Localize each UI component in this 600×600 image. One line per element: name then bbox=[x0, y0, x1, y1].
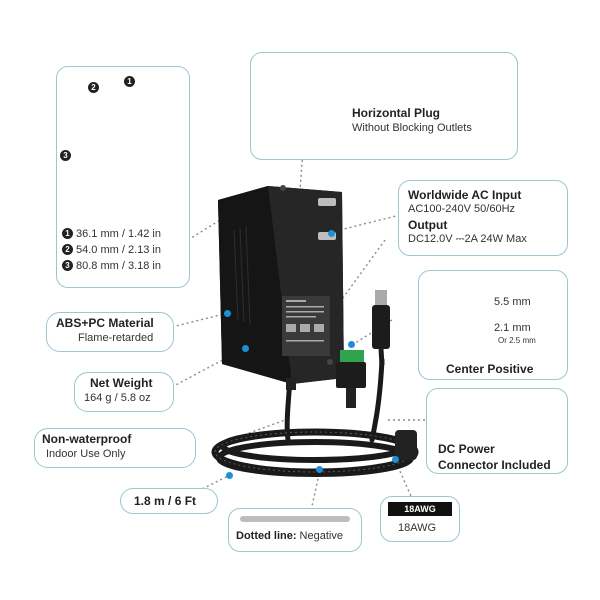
waterproof-title: Non-waterproof bbox=[42, 432, 132, 446]
net-weight-pill bbox=[74, 372, 174, 412]
dotted-line-panel bbox=[228, 508, 362, 552]
material-title: ABS+PC Material bbox=[56, 316, 154, 330]
connector-outer: 5.5 mm bbox=[494, 296, 531, 308]
connector-inner: 2.1 mm bbox=[494, 322, 531, 334]
awg-text: 18AWG bbox=[398, 522, 437, 534]
ac-input-value: AC100-240V 50/60Hz bbox=[408, 203, 516, 215]
net-weight-title: Net Weight bbox=[90, 376, 153, 390]
connector-inner-alt: Or 2.5 mm bbox=[498, 336, 536, 345]
dimensions-panel bbox=[56, 66, 190, 288]
dotted-line-sample bbox=[240, 516, 350, 522]
waterproof-subtitle: Indoor Use Only bbox=[46, 448, 126, 460]
dc-power-title-1: DC Power bbox=[438, 442, 495, 456]
ac-input-panel bbox=[398, 180, 568, 256]
dimension-callout-3: 3 bbox=[60, 146, 74, 164]
dc-power-panel bbox=[426, 388, 568, 474]
output-value: DC12.0V ⎓2A 24W Max bbox=[408, 233, 527, 245]
dotted-line-label: Dotted line: Negative bbox=[236, 530, 343, 542]
input-dot bbox=[328, 230, 335, 237]
output-title: Output bbox=[408, 218, 448, 232]
material-pill bbox=[46, 312, 174, 352]
net-weight-value: 164 g / 5.8 oz bbox=[84, 392, 151, 404]
dc-power-title-2: Connector Included bbox=[438, 458, 551, 472]
dimension-callout-1: 1 bbox=[124, 72, 138, 90]
dotted-dot bbox=[316, 466, 323, 473]
horizontal-plug-title: Horizontal Plug bbox=[352, 106, 440, 120]
cable-length-text: 1.8 m / 6 Ft bbox=[134, 494, 197, 508]
dimension-callout-2: 2 bbox=[88, 78, 102, 96]
connector-panel bbox=[418, 270, 568, 380]
cable-length-pill bbox=[120, 488, 218, 514]
awg-dot bbox=[392, 456, 399, 463]
ac-input-title: Worldwide AC Input bbox=[408, 188, 522, 202]
waterproof-pill bbox=[34, 428, 196, 468]
material-subtitle: Flame-retarded bbox=[78, 332, 154, 344]
plug-dot bbox=[348, 341, 355, 348]
cable-dot bbox=[226, 472, 233, 479]
horizontal-plug-subtitle: Without Blocking Outlets bbox=[352, 122, 472, 134]
horizontal-plug-panel bbox=[250, 52, 518, 160]
material-dot bbox=[224, 310, 231, 317]
weight-dot bbox=[242, 345, 249, 352]
awg-badge: 18AWG bbox=[388, 502, 452, 516]
connector-polarity: Center Positive bbox=[446, 362, 534, 376]
